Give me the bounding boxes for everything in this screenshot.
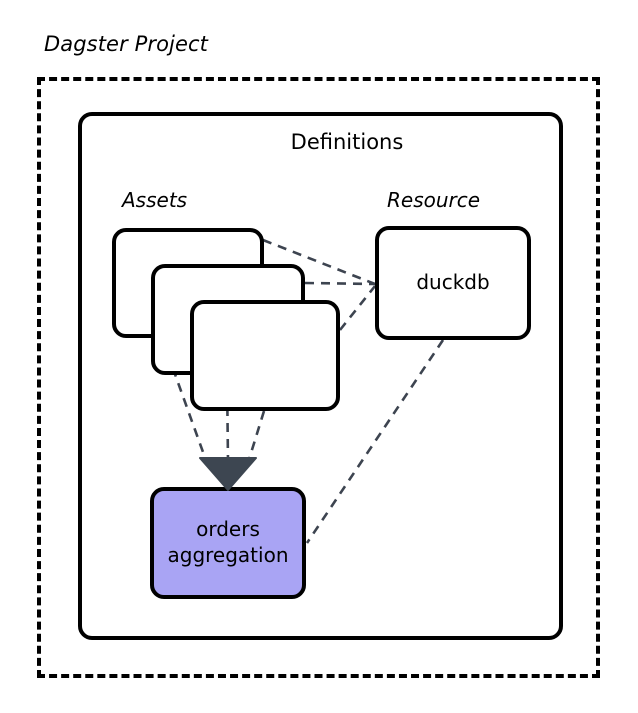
resource-node-label: duckdb — [416, 270, 490, 295]
project-boundary — [37, 77, 600, 678]
project-title: Dagster Project — [44, 32, 208, 56]
resource-node-duckdb[interactable]: duckdb — [375, 226, 531, 340]
resource-group-label: Resource — [387, 188, 481, 212]
output-node-label-line2: aggregation — [167, 543, 289, 567]
definitions-boundary — [78, 112, 563, 640]
output-node-label-line1: orders — [196, 517, 260, 542]
asset-node-3[interactable] — [190, 300, 340, 411]
assets-group-label: Assets — [122, 188, 188, 212]
definitions-label: Definitions — [0, 130, 638, 154]
definitions-label-text: Definitions — [290, 130, 404, 154]
